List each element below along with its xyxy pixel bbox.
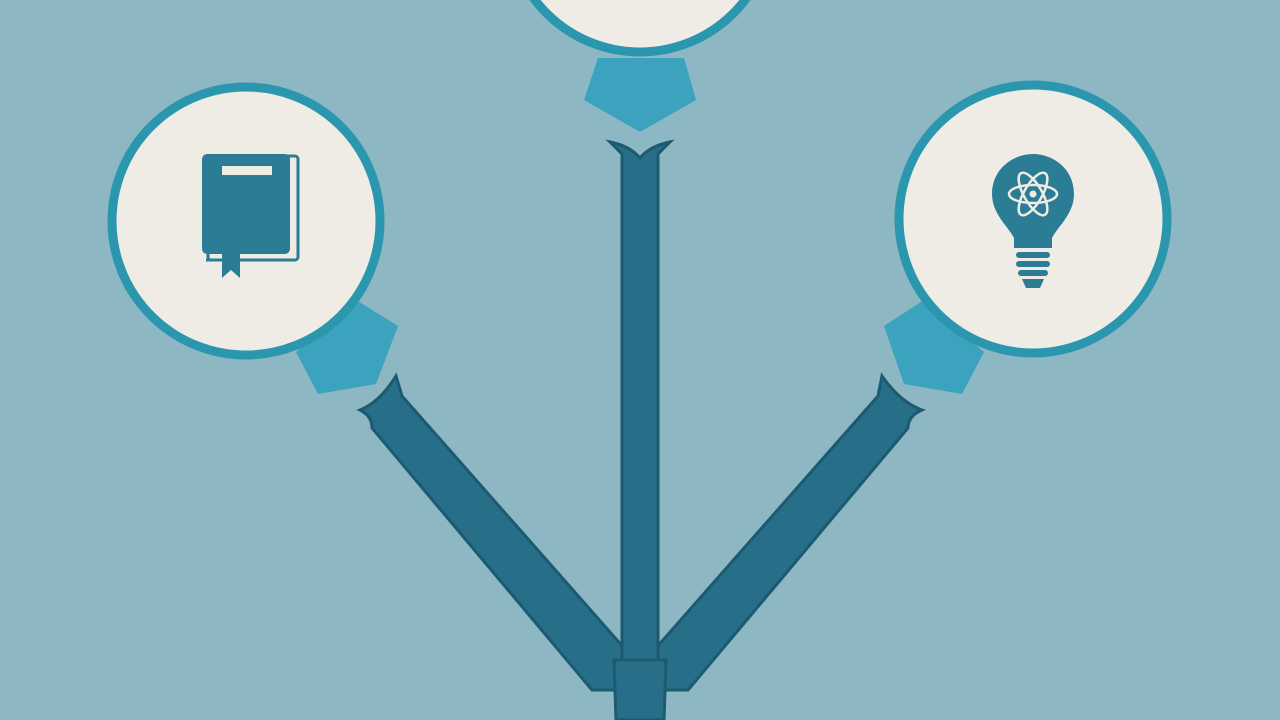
node-connectors (296, 58, 984, 394)
book-icon (202, 154, 300, 278)
right-node (894, 80, 1172, 358)
tree-branches (356, 139, 927, 720)
lightbulb-atom-icon (992, 154, 1074, 288)
top-node-circle (529, 0, 751, 57)
center-trunk (605, 139, 675, 720)
right-connector (884, 300, 984, 394)
top-node (529, 0, 751, 57)
trunk-base (612, 658, 668, 720)
top-connector (584, 58, 696, 132)
left-node (107, 82, 385, 360)
left-connector (296, 300, 398, 394)
